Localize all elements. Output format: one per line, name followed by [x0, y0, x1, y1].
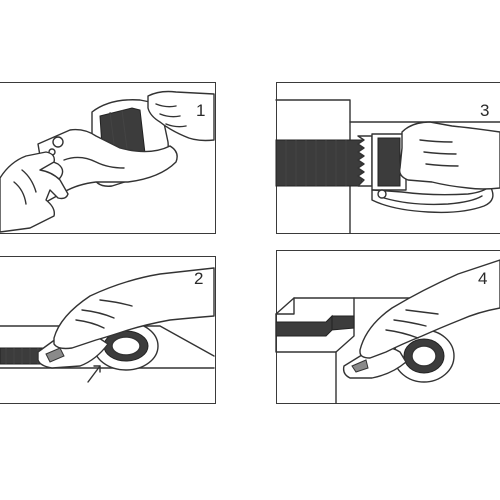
step-4-panel: 4 — [272, 250, 500, 404]
step-4-illustration — [275, 259, 500, 404]
cutter-blade — [357, 135, 373, 187]
step-4-number: 4 — [478, 269, 488, 288]
step-1-number: 1 — [196, 101, 206, 120]
step-2-number: 2 — [194, 269, 204, 288]
tape-strip — [275, 314, 333, 337]
step-3-illustration — [275, 99, 500, 234]
step-2-illustration — [0, 267, 215, 383]
box-top-edge — [275, 99, 351, 234]
step-3-panel: 3 — [272, 82, 500, 234]
hand — [53, 267, 215, 350]
step-2-frame — [0, 256, 216, 404]
right-hand — [147, 90, 215, 142]
push-arrow-icon — [87, 365, 101, 383]
box-edge — [0, 325, 215, 357]
hand — [359, 259, 500, 359]
dispenser-handle — [371, 185, 494, 214]
step-3-number: 3 — [480, 101, 490, 120]
step-1-frame — [0, 82, 216, 234]
left-hand — [0, 151, 69, 233]
step-2-panel: 2 — [0, 256, 216, 404]
hand — [398, 121, 500, 190]
step-1-illustration — [0, 90, 215, 233]
step-1-panel: 1 — [0, 82, 216, 234]
tape-strip — [275, 139, 363, 187]
blade-pin-icon — [52, 136, 64, 148]
